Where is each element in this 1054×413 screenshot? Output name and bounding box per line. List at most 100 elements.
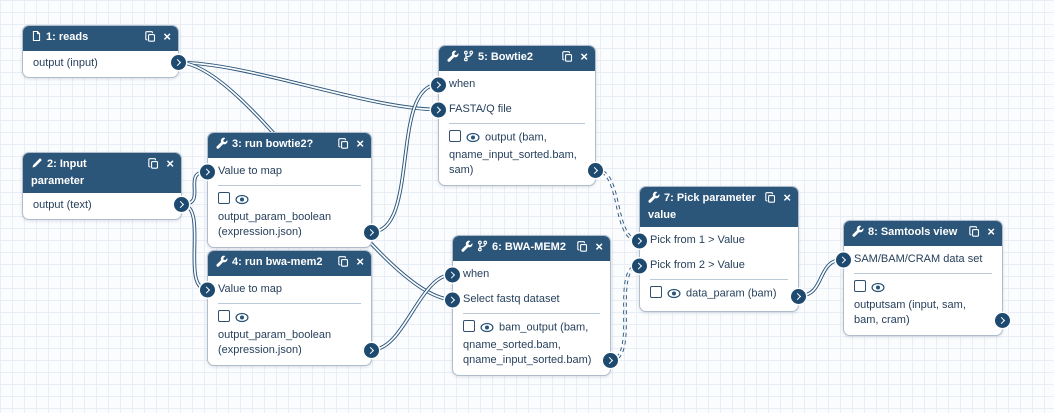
input-label: Pick from 2 > Value bbox=[650, 259, 745, 271]
node-run-bwa-mem2[interactable]: 4: run bwa-mem2 × Value to map output_pa… bbox=[200, 250, 379, 366]
output-checkbox[interactable] bbox=[854, 280, 866, 292]
output-terminal-row: output_param_boolean (expression.json) bbox=[208, 187, 379, 245]
input-label: Value to map bbox=[218, 165, 283, 177]
input-connector[interactable] bbox=[836, 252, 851, 267]
node-reads[interactable]: 1: reads × output (input) bbox=[22, 25, 186, 78]
input-connector[interactable] bbox=[445, 267, 460, 282]
eye-icon[interactable] bbox=[235, 194, 249, 210]
duplicate-icon[interactable] bbox=[338, 138, 349, 149]
output-label-line2: qname_sorted.bam, bbox=[463, 338, 561, 351]
node-header[interactable]: 6: BWA-MEM2 × bbox=[453, 236, 610, 261]
input-connector[interactable] bbox=[632, 258, 647, 273]
input-terminal-row: when bbox=[431, 72, 595, 97]
node-title: 2: Input bbox=[47, 158, 87, 170]
output-terminal-row: output_param_boolean (expression.json) bbox=[208, 305, 379, 363]
input-terminal-row: FASTA/Q file bbox=[431, 97, 595, 122]
output-connector[interactable] bbox=[171, 55, 186, 70]
output-terminal-row: bam_output (bam, qname_sorted.bam, qname… bbox=[453, 315, 618, 373]
divider bbox=[463, 313, 600, 314]
close-icon[interactable]: × bbox=[580, 49, 588, 64]
output-checkbox[interactable] bbox=[218, 192, 230, 204]
input-connector[interactable] bbox=[200, 164, 215, 179]
node-run-bowtie2[interactable]: 3: run bowtie2? × Value to map output_pa… bbox=[200, 132, 379, 248]
pencil-icon bbox=[31, 157, 43, 174]
output-label: output (bam, bbox=[485, 131, 547, 144]
wrench-icon bbox=[447, 50, 459, 67]
node-title: 4: run bwa-mem2 bbox=[232, 256, 323, 268]
output-label-line2: bam, cram) bbox=[854, 313, 910, 326]
divider bbox=[854, 273, 992, 274]
eye-icon[interactable] bbox=[667, 288, 681, 304]
wrench-icon bbox=[461, 240, 473, 257]
close-icon[interactable]: × bbox=[356, 254, 364, 269]
input-terminal-row: Value to map bbox=[200, 277, 371, 302]
duplicate-icon[interactable] bbox=[145, 31, 156, 42]
input-connector[interactable] bbox=[431, 102, 446, 117]
node-header[interactable]: 5: Bowtie2 × bbox=[439, 46, 595, 71]
node-title: 3: run bowtie2? bbox=[232, 138, 314, 150]
eye-icon[interactable] bbox=[235, 312, 249, 328]
node-pick-parameter-value[interactable]: 7: Pick parameter value × Pick from 1 > … bbox=[632, 186, 806, 312]
eye-icon[interactable] bbox=[480, 322, 494, 338]
output-label-line2: (expression.json) bbox=[218, 225, 302, 238]
node-title: 8: Samtools view bbox=[868, 226, 958, 238]
output-checkbox[interactable] bbox=[218, 310, 230, 322]
input-connector[interactable] bbox=[431, 77, 446, 92]
eye-icon[interactable] bbox=[871, 282, 885, 298]
output-connector[interactable] bbox=[364, 224, 379, 240]
output-label: output (input) bbox=[33, 57, 98, 69]
input-terminal-row: Select fastq dataset bbox=[445, 287, 610, 312]
node-header[interactable]: 2: Input parameter × bbox=[23, 153, 181, 193]
input-connector[interactable] bbox=[445, 292, 460, 307]
output-checkbox[interactable] bbox=[650, 286, 662, 298]
close-icon[interactable]: × bbox=[987, 224, 995, 239]
duplicate-icon[interactable] bbox=[562, 51, 573, 62]
input-connector[interactable] bbox=[632, 233, 647, 248]
node-input-parameter[interactable]: 2: Input parameter × output (text) bbox=[22, 152, 189, 220]
node-title: 5: Bowtie2 bbox=[478, 51, 534, 63]
duplicate-icon[interactable] bbox=[577, 241, 588, 252]
input-label: Select fastq dataset bbox=[463, 293, 560, 305]
close-icon[interactable]: × bbox=[166, 156, 174, 171]
node-header[interactable]: 4: run bwa-mem2 × bbox=[208, 251, 371, 276]
output-connector[interactable] bbox=[995, 312, 1010, 328]
duplicate-icon[interactable] bbox=[338, 256, 349, 267]
output-terminal-row: output (bam, qname_input_sorted.bam, sam… bbox=[439, 125, 603, 183]
node-header[interactable]: 8: Samtools view × bbox=[844, 221, 1002, 246]
output-checkbox[interactable] bbox=[449, 130, 461, 142]
input-connector[interactable] bbox=[200, 282, 215, 297]
input-label: Value to map bbox=[218, 283, 283, 295]
duplicate-icon[interactable] bbox=[148, 158, 159, 169]
output-connector[interactable] bbox=[174, 197, 189, 212]
node-bwa-mem2[interactable]: 6: BWA-MEM2 × when Select fastq dataset … bbox=[445, 235, 618, 376]
code-branch-icon bbox=[477, 240, 488, 257]
input-label: Pick from 1 > Value bbox=[650, 234, 745, 246]
input-terminal-row: Pick from 2 > Value bbox=[632, 253, 798, 278]
close-icon[interactable]: × bbox=[356, 136, 364, 151]
output-connector[interactable] bbox=[603, 352, 618, 368]
node-header[interactable]: 7: Pick parameter value × bbox=[640, 187, 798, 227]
node-samtools-view[interactable]: 8: Samtools view × SAM/BAM/CRAM data set… bbox=[836, 220, 1010, 336]
node-header[interactable]: 1: reads × bbox=[23, 26, 178, 51]
output-label: bam_output (bam, bbox=[499, 321, 589, 334]
output-checkbox[interactable] bbox=[463, 320, 475, 332]
output-label: output_param_boolean bbox=[218, 210, 332, 223]
output-connector[interactable] bbox=[791, 288, 806, 304]
node-title: 6: BWA-MEM2 bbox=[492, 241, 566, 253]
node-header[interactable]: 3: run bowtie2? × bbox=[208, 133, 371, 158]
eye-icon[interactable] bbox=[466, 132, 480, 148]
output-label-line3: sam) bbox=[449, 163, 474, 176]
output-connector[interactable] bbox=[588, 162, 603, 178]
divider bbox=[218, 303, 361, 304]
input-terminal-row: SAM/BAM/CRAM data set bbox=[836, 247, 1002, 272]
close-icon[interactable]: × bbox=[783, 190, 791, 205]
node-bowtie2[interactable]: 5: Bowtie2 × when FASTA/Q file output (b… bbox=[431, 45, 603, 186]
output-label-line2: qname_input_sorted.bam, bbox=[449, 148, 577, 161]
code-branch-icon bbox=[463, 50, 474, 67]
duplicate-icon[interactable] bbox=[969, 226, 980, 237]
duplicate-icon[interactable] bbox=[765, 192, 776, 203]
close-icon[interactable]: × bbox=[595, 239, 603, 254]
output-connector[interactable] bbox=[364, 342, 379, 358]
close-icon[interactable]: × bbox=[163, 29, 171, 44]
